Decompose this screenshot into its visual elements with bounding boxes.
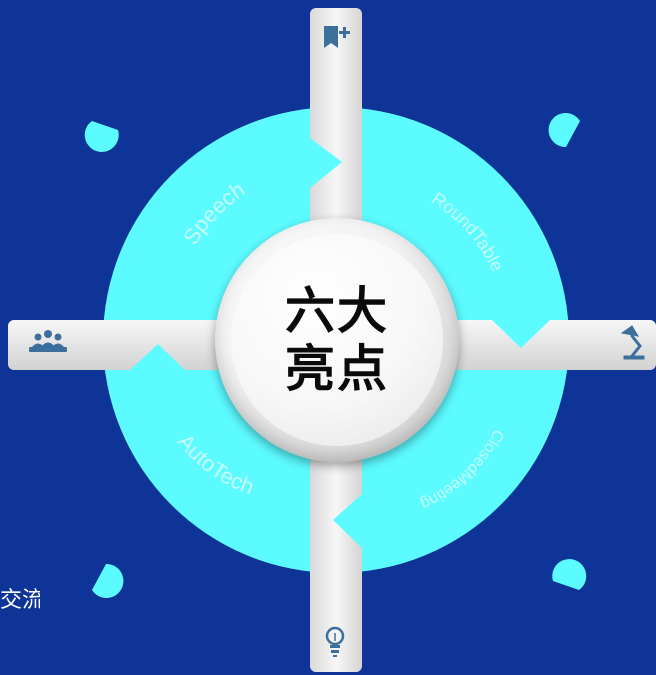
desk-lamp-icon bbox=[620, 325, 645, 360]
hub-title-line2: 亮点 bbox=[285, 340, 389, 398]
bookmark-add-icon bbox=[324, 26, 350, 48]
center-hub: 六大 亮点 bbox=[215, 218, 459, 462]
bar-right bbox=[428, 320, 656, 370]
teardrop-bottom-left bbox=[92, 563, 124, 598]
pointer-right bbox=[492, 320, 550, 348]
teardrop-top-right bbox=[548, 113, 580, 148]
bar-left bbox=[8, 320, 248, 370]
bar-bottom bbox=[310, 440, 362, 672]
pointer-bottom bbox=[333, 494, 362, 548]
center-hub-face: 六大 亮点 bbox=[231, 234, 443, 446]
lightbulb-icon bbox=[325, 626, 345, 657]
pointer-top bbox=[310, 138, 342, 188]
meeting-people-icon bbox=[29, 330, 67, 352]
hub-title-line1: 六大 bbox=[285, 282, 389, 340]
pointer-left bbox=[130, 344, 185, 370]
teardrop-top-left bbox=[84, 121, 119, 152]
bar-top bbox=[310, 8, 362, 242]
teardrop-bottom-right bbox=[552, 559, 587, 590]
side-text: 交流 bbox=[0, 588, 40, 613]
